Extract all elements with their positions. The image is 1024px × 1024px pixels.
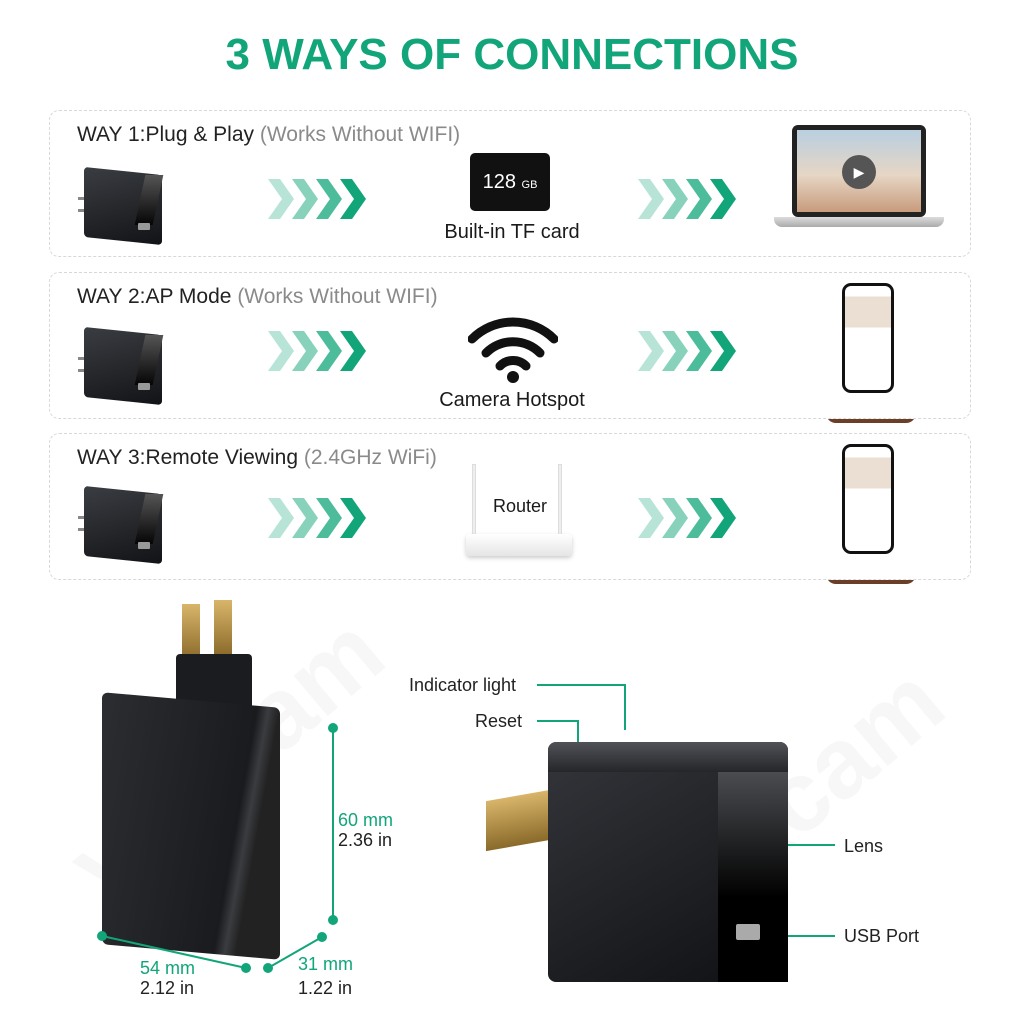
chevron [638, 498, 664, 538]
middle-label: Router [492, 496, 548, 516]
chevron [710, 331, 736, 371]
way-heading: WAY 3:Remote Viewing (2.4GHz WiFi) [77, 446, 437, 469]
way-3-panel: WAY 3:Remote Viewing (2.4GHz WiFi) Route… [49, 433, 971, 584]
middle-label: Camera Hotspot [439, 389, 585, 411]
chevron-arrows-icon [268, 331, 366, 371]
chevron-arrows-icon [638, 179, 736, 219]
laptop-icon: ▶ [774, 125, 944, 229]
callout-usb-port: USB Port [844, 926, 920, 946]
depth-mm: 31 mm [298, 954, 354, 974]
chevron [340, 331, 366, 371]
way-heading: WAY 1:Plug & Play (Works Without WIFI) [77, 123, 461, 146]
chevron [316, 179, 342, 219]
chevron [268, 498, 294, 538]
chevron [710, 498, 736, 538]
chevron [340, 498, 366, 538]
usb-port [736, 924, 760, 940]
callout-reset: Reset [475, 711, 523, 731]
middle-label: Built-in TF card [444, 221, 580, 243]
way-1-panel: WAY 1:Plug & Play (Works Without WIFI) 1… [49, 110, 971, 257]
chevron [292, 498, 318, 538]
height-in: 2.36 in [338, 830, 393, 850]
chevron [638, 331, 664, 371]
chevron-arrows-icon [268, 179, 366, 219]
height-mm: 60 mm [338, 810, 394, 830]
chevron [710, 179, 736, 219]
way-2-panel: WAY 2:AP Mode (Works Without WIFI) Camer… [49, 272, 971, 423]
lens-window [718, 772, 788, 982]
chevron [638, 179, 664, 219]
chevron [686, 498, 712, 538]
callout-lens: Lens [844, 836, 884, 856]
router-icon [466, 464, 572, 556]
width-mm: 54 mm [140, 958, 196, 978]
chevron-arrows-icon [268, 498, 366, 538]
chevron [316, 498, 342, 538]
chevron [268, 331, 294, 371]
play-icon: ▶ [842, 155, 876, 189]
chevron [662, 498, 688, 538]
product-front-view [548, 742, 788, 982]
depth-in: 1.22 in [298, 978, 353, 998]
chevron [292, 179, 318, 219]
camera-charger-icon [78, 482, 164, 565]
wifi-icon [468, 317, 558, 383]
chevron-arrows-icon [638, 331, 736, 371]
chevron [316, 331, 342, 371]
chevron [686, 179, 712, 219]
chevron [662, 331, 688, 371]
chevron [292, 331, 318, 371]
callout-indicator-light: Indicator light [409, 675, 517, 695]
camera-charger-icon [78, 163, 164, 246]
chevron [268, 179, 294, 219]
width-in: 2.12 in [140, 978, 195, 998]
chevron-arrows-icon [638, 498, 736, 538]
chevron [662, 179, 688, 219]
sd-card-icon: 128 GB [470, 153, 550, 211]
way-heading: WAY 2:AP Mode (Works Without WIFI) [77, 285, 438, 308]
chevron [340, 179, 366, 219]
chevron [686, 331, 712, 371]
camera-charger-icon [78, 323, 164, 406]
page-title: 3 WAYS OF CONNECTIONS [225, 30, 799, 79]
